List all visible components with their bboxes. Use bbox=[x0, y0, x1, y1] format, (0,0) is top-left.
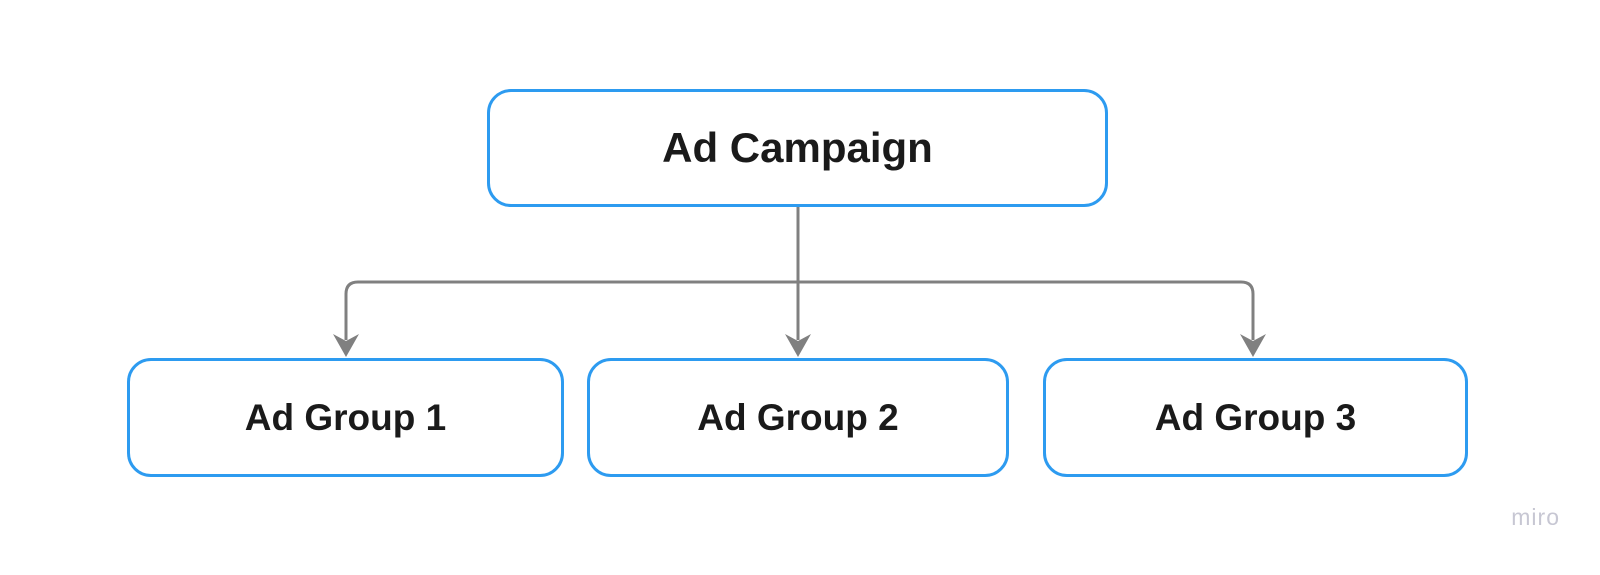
node-ad-campaign-label: Ad Campaign bbox=[662, 124, 933, 171]
arrowhead-group3 bbox=[1240, 334, 1266, 357]
node-ad-group-1[interactable]: Ad Group 1 bbox=[127, 358, 564, 477]
node-ad-group-3[interactable]: Ad Group 3 bbox=[1043, 358, 1468, 477]
edge-distribution-bar[interactable] bbox=[344, 280, 1255, 340]
arrowhead-group1 bbox=[333, 334, 359, 357]
arrowhead-group2 bbox=[785, 334, 811, 357]
miro-watermark: miro bbox=[1511, 504, 1560, 530]
node-ad-campaign[interactable]: Ad Campaign bbox=[487, 89, 1108, 207]
node-ad-group-2-label: Ad Group 2 bbox=[697, 396, 899, 438]
node-ad-group-1-label: Ad Group 1 bbox=[244, 396, 447, 438]
node-ad-group-3-label: Ad Group 3 bbox=[1154, 396, 1357, 438]
node-ad-group-2[interactable]: Ad Group 2 bbox=[587, 358, 1009, 477]
